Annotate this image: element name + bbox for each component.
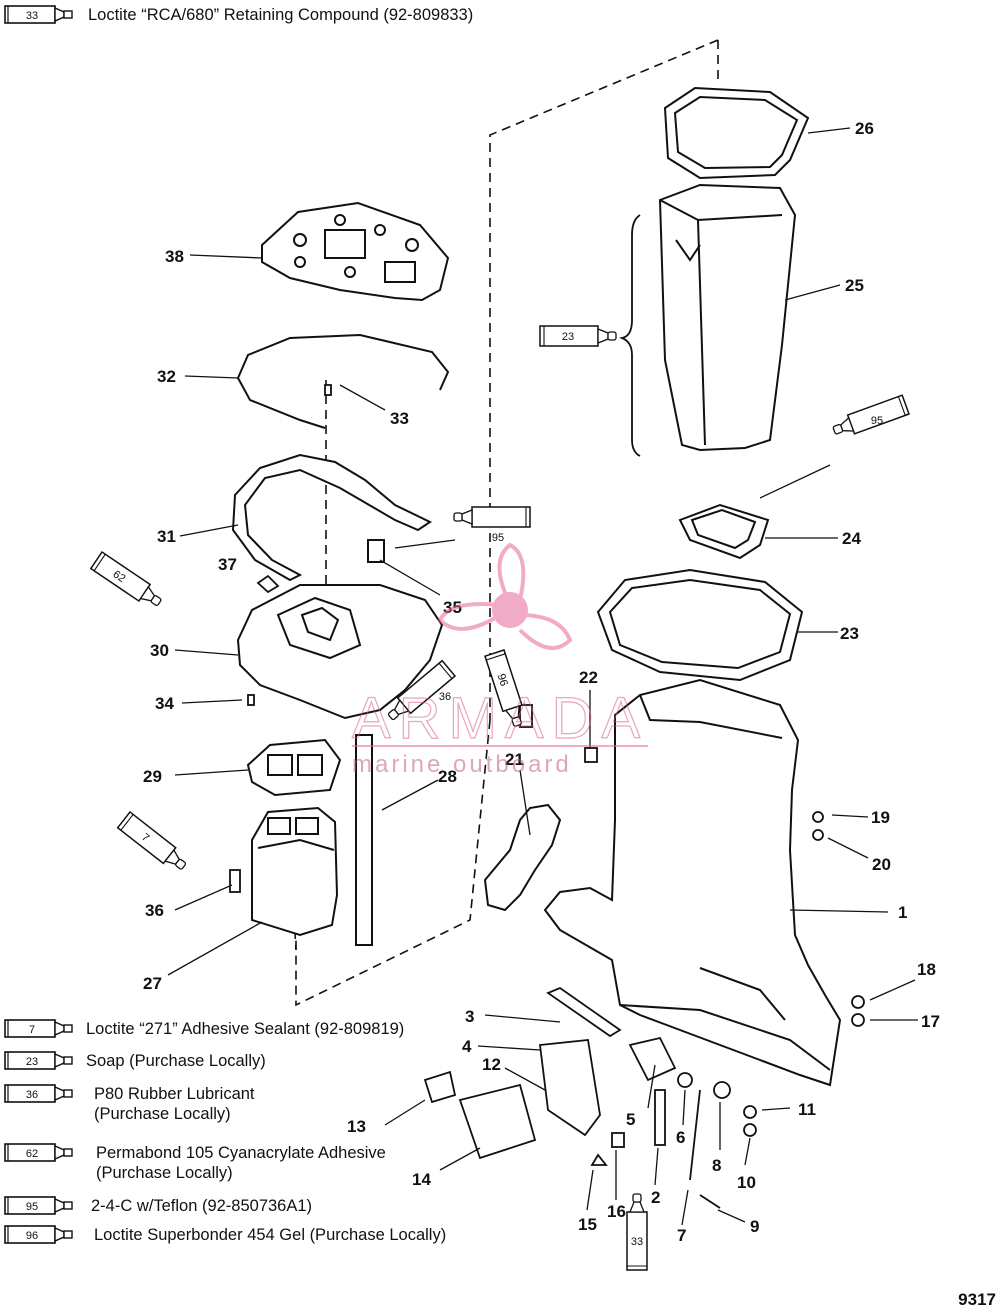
tube-95-center [453,506,531,528]
legend-text-line: P80 Rubber Lubricant [94,1085,255,1103]
callout-34: 34 [155,694,174,713]
watermark-tagline: marine outboard [352,751,572,778]
tube-icon: 7 [4,1019,73,1038]
callout-16: 16 [607,1202,626,1221]
part-30-adapter-plate [236,584,444,720]
tube-code: 36 [439,691,451,703]
legend-text-line: Loctite “RCA/680” Retaining Compound (92… [88,6,474,24]
callout-33: 33 [390,409,409,428]
tube-code: 95 [26,1201,38,1213]
hardware-parts [229,384,865,1209]
legend-text-line: (Purchase Locally) [94,1105,231,1123]
tube-icon: 96 [4,1225,73,1244]
figure-number: 9317 [958,1290,996,1309]
callout-38: 38 [165,247,184,266]
tube-icon: 23 [4,1051,73,1070]
legend-text-line: Loctite Superbonder 454 Gel (Purchase Lo… [94,1226,447,1244]
callout-9: 9 [750,1217,759,1236]
callout-21: 21 [505,750,524,769]
tube-code: 23 [26,1056,38,1068]
callout-28: 28 [438,767,457,786]
callout-23: 23 [840,624,859,643]
tube-code: 62 [26,1148,38,1160]
leader-lines [167,127,918,1226]
callout-12: 12 [482,1055,501,1074]
tube-code: 96 [26,1230,38,1242]
part-1-driveshaft-housing [543,678,842,1087]
svg-text:23: 23 [562,331,574,343]
tube-icon: 33 [4,5,73,24]
legend-text-line: Permabond 105 Cyanacrylate Adhesive [96,1144,386,1162]
callout-4: 4 [462,1037,472,1056]
callout-30: 30 [150,641,169,660]
callout-14: 14 [412,1170,431,1189]
propeller-icon [437,542,573,650]
part-28-tube [355,539,385,946]
watermark: ARMADA marine outboard [351,542,648,778]
callout-15: 15 [578,1215,597,1234]
part-23-gasket [596,568,804,682]
tube-33-bottom [626,1193,648,1271]
callout-13: 13 [347,1117,366,1136]
part-31-seal [231,453,433,582]
callout-19: 19 [871,808,890,827]
part-27-housing [251,806,339,937]
callout-2: 2 [651,1188,660,1207]
callout-24: 24 [842,529,861,548]
callout-25: 25 [845,276,864,295]
callout-31: 31 [157,527,176,546]
watermark-brand: ARMADA [352,686,648,751]
legend-text-line: 2-4-C w/Teflon (92-850736A1) [91,1197,313,1215]
callout-17: 17 [921,1012,940,1031]
tube-icon: 62 [4,1143,73,1162]
tube-icon: 36 [4,1084,73,1103]
callout-11: 11 [798,1100,816,1119]
tube-code: 95 [492,532,504,544]
svg-text:62: 62 [111,568,128,585]
callout-22: 22 [579,668,598,687]
callout-36: 36 [145,901,164,920]
callout-7: 7 [677,1226,686,1245]
svg-text:96: 96 [495,672,510,687]
tube-code: 36 [26,1089,38,1101]
tube-7: 7 [116,811,191,876]
bracket-25 [618,214,641,457]
tube-code: 33 [26,10,38,22]
tube-96: 96 [484,649,529,730]
part-21-exhaust [483,803,562,912]
part-32-seal [237,333,450,429]
callout-29: 29 [143,767,162,786]
tube-23: 23 [539,325,617,347]
part-24-seal [678,503,770,560]
part-25-housing [658,183,797,452]
tube-icon: 95 [4,1196,73,1215]
callout-numbers: 1 2 3 4 5 6 7 8 9 10 11 12 13 14 15 16 1… [143,119,940,1245]
legend-top: 33 Loctite “RCA/680” Retaining Compound … [0,4,520,28]
tube-62: 62 [90,551,166,612]
callout-26: 26 [855,119,874,138]
tube-code: 7 [29,1024,35,1036]
callout-3: 3 [465,1007,474,1026]
callout-8: 8 [712,1156,721,1175]
tube-code: 95 [871,415,883,427]
legend-bottom: 7 Loctite “271” Adhesive Sealant (92-809… [0,1018,520,1258]
tube-code: 33 [631,1236,643,1248]
callout-20: 20 [872,855,891,874]
callout-6: 6 [676,1128,685,1147]
callout-10: 10 [737,1173,756,1192]
callout-5: 5 [626,1110,635,1129]
legend-text-line: Soap (Purchase Locally) [86,1052,266,1070]
legend-text-line: (Purchase Locally) [96,1164,233,1182]
callout-32: 32 [157,367,176,386]
part-26-seal [663,86,810,180]
callout-27: 27 [143,974,162,993]
tube-95-right [829,394,910,441]
legend-text-line: Loctite “271” Adhesive Sealant (92-80981… [86,1020,405,1038]
part-38-plate [261,201,450,302]
callout-37: 37 [218,555,237,574]
part-29-gasket [246,738,342,797]
callout-18: 18 [917,960,936,979]
callout-1: 1 [898,903,907,922]
